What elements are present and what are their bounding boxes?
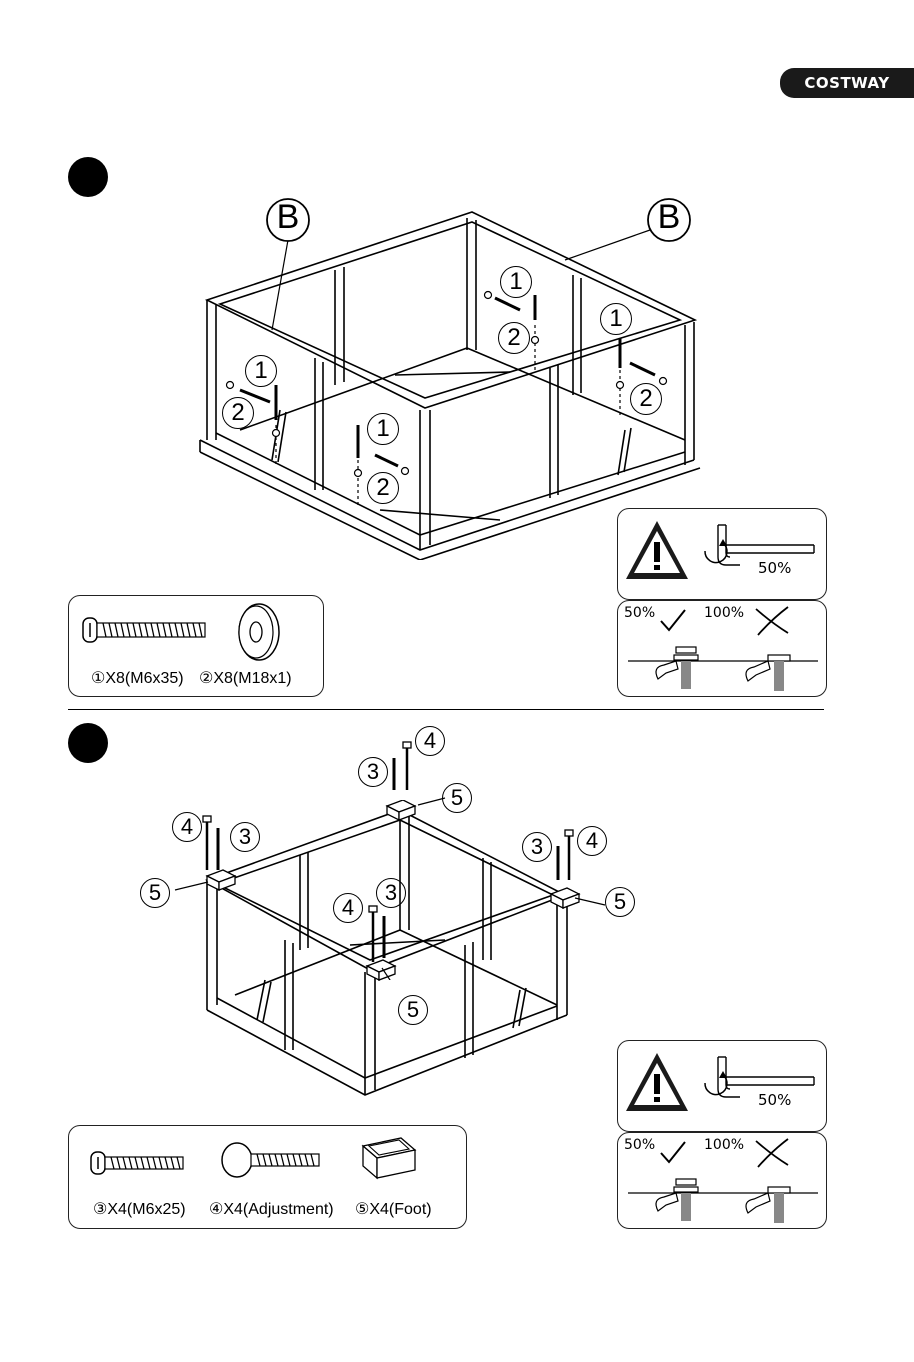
callout-3: 3: [376, 878, 406, 908]
tool-tightening-box-step-2: 50%: [617, 1040, 827, 1132]
callout-3: 3: [230, 822, 260, 852]
step-2-marker: [68, 723, 108, 763]
tightening-guide-box-step-2: 50% 100%: [617, 1132, 827, 1229]
callout-1: 1: [245, 355, 277, 387]
callout-2: 2: [222, 397, 254, 429]
hardware-box-step-2: ③X4(M6x25) ④X4(Adjustment) ⑤X4(Foot): [68, 1125, 467, 1229]
hardware-box-step-1: ①X8(M6x35) ②X8(M18x1): [68, 595, 324, 697]
callout-2: 2: [498, 322, 530, 354]
tool-percentage: 50%: [758, 559, 791, 577]
brand-logo: COSTWAY: [780, 68, 914, 98]
callout-2: 2: [630, 383, 662, 415]
part-b-text: B: [645, 198, 693, 237]
callout-3: 3: [358, 757, 388, 787]
warning-triangle-icon: [622, 517, 692, 583]
good-percentage: 50%: [624, 605, 655, 621]
bolt-m6x25-icon: [89, 1146, 189, 1180]
callout-4: 4: [333, 893, 363, 923]
cross-icon: [752, 605, 792, 637]
hardware-label-4: ④X4(Adjustment): [209, 1199, 334, 1219]
part-b-text: B: [264, 198, 312, 237]
hardware-label-3: ③X4(M6x25): [93, 1199, 186, 1219]
good-percentage: 50%: [624, 1137, 655, 1153]
tool-tightening-box-step-1: 50%: [617, 508, 827, 600]
warning-triangle-icon: [622, 1049, 692, 1115]
callout-5: 5: [605, 887, 635, 917]
cross-icon: [752, 1137, 792, 1169]
checkmark-icon: [658, 1139, 688, 1165]
hardware-label-5: ⑤X4(Foot): [355, 1199, 432, 1219]
callout-5: 5: [442, 783, 472, 813]
callout-1: 1: [500, 266, 532, 298]
callout-5: 5: [140, 878, 170, 908]
adjustment-foot-icon: [219, 1140, 324, 1180]
callout-4: 4: [172, 812, 202, 842]
hardware-label-1: ①X8(M6x35): [91, 668, 184, 688]
checkmark-icon: [658, 607, 688, 633]
callout-2: 2: [367, 472, 399, 504]
hardware-label-2: ②X8(M18x1): [199, 668, 292, 688]
step-divider: [68, 709, 824, 710]
callout-4: 4: [415, 726, 445, 756]
callout-1: 1: [367, 413, 399, 445]
tightening-guide-box-step-1: 50% 100%: [617, 600, 827, 697]
callout-4: 4: [577, 826, 607, 856]
step-2-fasteners: [170, 730, 620, 980]
rotate-arrow-icon: [701, 537, 731, 567]
callout-1: 1: [600, 303, 632, 335]
callout-3: 3: [522, 832, 552, 862]
washer-m18x1-icon: [234, 601, 284, 663]
foot-block-icon: [359, 1134, 419, 1184]
bad-percentage: 100%: [704, 1137, 744, 1153]
bolt-tightening-diagram: [628, 639, 818, 693]
rotate-arrow-icon: [701, 1069, 731, 1099]
bolt-m6x35-icon: [81, 610, 211, 650]
callout-5: 5: [398, 995, 428, 1025]
bolt-tightening-diagram: [628, 1171, 818, 1225]
bad-percentage: 100%: [704, 605, 744, 621]
step-1-marker: [68, 157, 108, 197]
tool-percentage: 50%: [758, 1091, 791, 1109]
